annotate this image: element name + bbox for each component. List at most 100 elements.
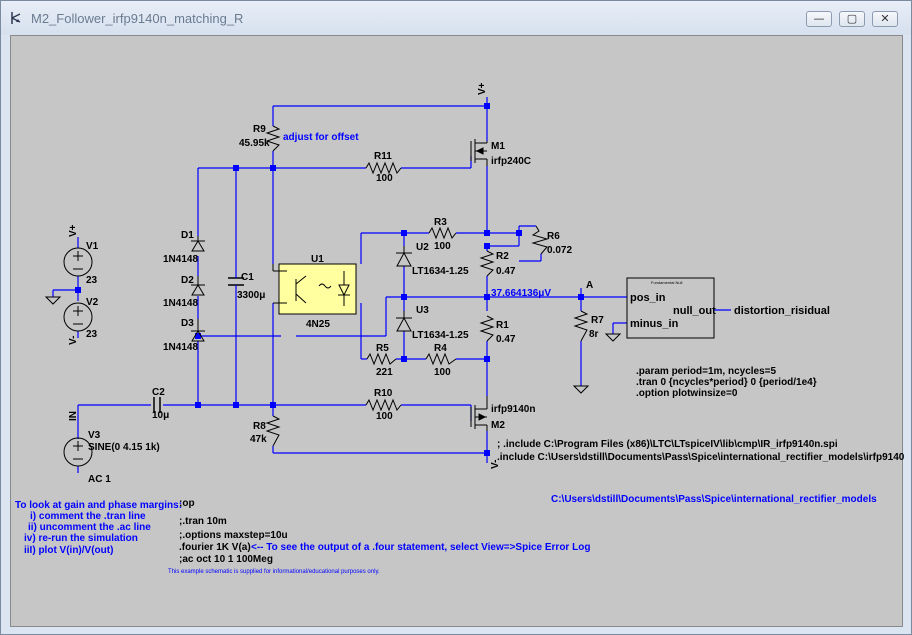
- junction-nodes: [75, 103, 584, 456]
- m2-name: irfp9140n: [491, 404, 535, 415]
- disclaimer-footer: This example schematic is supplied for i…: [168, 569, 380, 575]
- r2-value: 0.47: [496, 266, 516, 277]
- minimize-button[interactable]: —: [806, 11, 832, 27]
- d3-value: 1N4148: [163, 342, 198, 353]
- m1-value: irfp240C: [491, 156, 531, 167]
- diode-d1[interactable]: [191, 236, 205, 252]
- maximize-button[interactable]: ▢: [839, 11, 865, 27]
- op-directive[interactable]: ;op: [179, 498, 195, 509]
- u1-name: U1: [311, 254, 324, 265]
- include-directive-2[interactable]: .include C:\Users\dstill\Documents\Pass\…: [497, 452, 904, 463]
- d2-name: D2: [181, 275, 194, 286]
- net-label-in: IN: [68, 411, 79, 421]
- d2-value: 1N4148: [163, 298, 198, 309]
- mosfet-m1[interactable]: [470, 139, 488, 166]
- u3-name: U3: [416, 305, 429, 316]
- param-directive[interactable]: .param period=1m, ncycles=5: [636, 366, 777, 377]
- r3-value: 100: [434, 241, 451, 252]
- v2-name: V2: [86, 297, 99, 308]
- r8-name: R8: [253, 421, 266, 432]
- net-label-v2-minus: V-: [68, 336, 79, 345]
- zener-u2[interactable]: [396, 246, 412, 267]
- voltage-source-v1[interactable]: [63, 247, 93, 277]
- net-label-a: A: [586, 280, 593, 291]
- instruction-line-5: iiI) plot V(in)/V(out): [24, 545, 113, 556]
- tran10m-directive[interactable]: ;.tran 10m: [179, 516, 227, 527]
- resistor-symbols[interactable]: [265, 125, 589, 447]
- instruction-line-1: To look at gain and phase margins:: [15, 500, 182, 511]
- d1-value: 1N4148: [163, 254, 198, 265]
- models-path-comment: C:\Users\dstill\Documents\Pass\Spice\int…: [551, 494, 877, 505]
- ground-symbols: [44, 296, 622, 394]
- v1-value: 23: [86, 275, 98, 286]
- r7-name: R7: [591, 315, 604, 326]
- schematic-drawing[interactable]: V+ V+ R9 45.95k R11 100 M1 irfp240C R3 1…: [11, 36, 904, 628]
- include-directive-1[interactable]: ; .include C:\Program Files (x86)\LTC\LT…: [497, 439, 838, 450]
- capacitor-c1[interactable]: [228, 271, 244, 291]
- r6-value: 0.072: [547, 245, 572, 256]
- fourier-note: <-- To see the output of a .four stateme…: [251, 542, 590, 553]
- close-button[interactable]: ✕: [872, 11, 898, 27]
- r10-name: R10: [374, 388, 393, 399]
- voltage-source-v2[interactable]: [63, 302, 93, 332]
- r9-name: R9: [253, 124, 266, 135]
- optocoupler-u1[interactable]: [272, 263, 357, 315]
- window-title: M2_Follower_irfp9140n_matching_R: [31, 11, 244, 26]
- r11-value: 100: [376, 173, 393, 184]
- capacitor-c2[interactable]: [153, 397, 161, 413]
- block-header: Fundamental Null: [651, 280, 682, 285]
- instruction-line-2: i) comment the .tran line: [30, 511, 146, 522]
- r10-value: 100: [376, 411, 393, 422]
- voltage-source-v3[interactable]: [63, 437, 93, 467]
- option-directive[interactable]: .option plotwinsize=0: [636, 388, 738, 399]
- m2-value: M2: [491, 420, 505, 431]
- c1-value: 3300μ: [237, 290, 265, 301]
- app-icon: [11, 12, 21, 24]
- diode-d2[interactable]: [191, 276, 205, 296]
- block-pos-in: pos_in: [630, 292, 666, 304]
- u2-value: LT1634-1.25: [412, 266, 469, 277]
- r4-name: R4: [434, 343, 447, 354]
- v3-ac: AC 1: [88, 474, 111, 485]
- diode-d3[interactable]: [191, 319, 205, 342]
- c1-name: C1: [241, 272, 254, 283]
- tran-directive[interactable]: .tran 0 {ncycles*period} 0 {period/1e4}: [636, 377, 817, 388]
- block-null-out: null_out: [673, 305, 716, 317]
- c2-value: 10μ: [152, 410, 169, 421]
- ac-directive[interactable]: ;ac oct 10 1 100Meg: [179, 554, 273, 565]
- r2-name: R2: [496, 251, 509, 262]
- fundamental-null-block[interactable]: [619, 277, 715, 339]
- v3-value: SINE(0 4.15 1k): [88, 442, 160, 453]
- net-flags: [77, 97, 488, 241]
- zener-u3[interactable]: [396, 311, 412, 332]
- v3-name: V3: [88, 430, 101, 441]
- mosfet-m2[interactable]: [470, 396, 488, 431]
- wires: [52, 101, 731, 473]
- r11-name: R11: [374, 151, 392, 162]
- r7-value: 8r: [589, 329, 599, 340]
- instruction-line-4: iv) re-run the simulation: [24, 533, 138, 544]
- c2-name: C2: [152, 387, 165, 398]
- r4-value: 100: [434, 367, 451, 378]
- maxstep-directive[interactable]: ;.options maxstep=10u: [179, 530, 288, 541]
- title-bar[interactable]: M2_Follower_irfp9140n_matching_R — ▢ ✕: [1, 1, 911, 35]
- r1-name: R1: [496, 320, 509, 331]
- fourier-directive[interactable]: .fourier 1K V(a): [179, 542, 251, 553]
- v2-value: 23: [86, 329, 98, 340]
- r5-value: 221: [376, 367, 393, 378]
- u3-value: LT1634-1.25: [412, 330, 469, 341]
- d1-name: D1: [181, 230, 194, 241]
- r8-value: 47k: [250, 434, 267, 445]
- u1-value: 4N25: [306, 319, 330, 330]
- net-label-v1-plus: V+: [68, 224, 79, 237]
- r1-value: 0.47: [496, 334, 516, 345]
- m1-name: M1: [491, 141, 505, 152]
- r3-name: R3: [434, 217, 447, 228]
- u2-name: U2: [416, 242, 429, 253]
- v1-name: V1: [86, 241, 99, 252]
- r9-note: adjust for offset: [283, 132, 359, 143]
- r9-value: 45.95k: [239, 138, 270, 149]
- block-minus-in: minus_in: [630, 318, 679, 330]
- schematic-canvas[interactable]: V+ V+ R9 45.95k R11 100 M1 irfp240C R3 1…: [10, 35, 904, 628]
